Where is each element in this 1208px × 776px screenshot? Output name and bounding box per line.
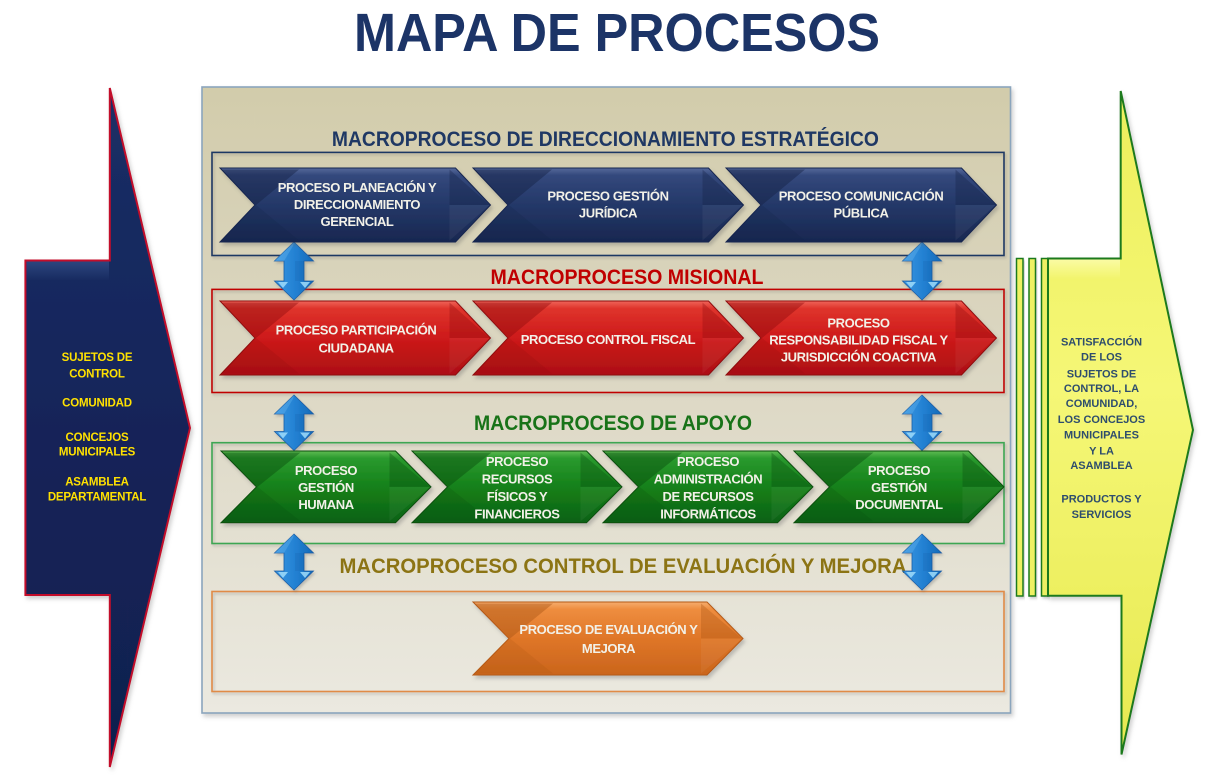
svg-text:DE LOS: DE LOS (1081, 352, 1122, 364)
svg-text:GESTIÓN: GESTIÓN (871, 480, 927, 495)
svg-text:PROCESO: PROCESO (868, 463, 931, 478)
svg-text:Y LA: Y LA (1089, 446, 1114, 458)
svg-text:ASAMBLEA: ASAMBLEA (1070, 460, 1132, 472)
svg-text:PRODUCTOS Y: PRODUCTOS Y (1061, 494, 1142, 506)
svg-text:PÚBLICA: PÚBLICA (834, 206, 890, 221)
svg-text:DIRECCIONAMIENTO: DIRECCIONAMIENTO (294, 197, 421, 212)
svg-text:MUNICIPALES: MUNICIPALES (1064, 430, 1139, 442)
svg-text:GERENCIAL: GERENCIAL (321, 214, 394, 229)
svg-text:ADMINISTRACIÓN: ADMINISTRACIÓN (654, 472, 763, 487)
svg-text:COMUNIDAD: COMUNIDAD (62, 398, 132, 410)
svg-text:PROCESO: PROCESO (677, 454, 740, 469)
svg-text:MAPA DE PROCESOS: MAPA DE PROCESOS (354, 3, 880, 63)
svg-text:SUJETOS DE: SUJETOS DE (62, 352, 133, 364)
svg-text:MUNICIPALES: MUNICIPALES (59, 447, 136, 459)
svg-text:LOS CONCEJOS: LOS CONCEJOS (1058, 414, 1145, 426)
svg-text:CIUDADANA: CIUDADANA (318, 341, 394, 356)
svg-text:FÍSICOS Y: FÍSICOS Y (487, 489, 548, 504)
svg-text:SATISFACCIÓN: SATISFACCIÓN (1061, 336, 1142, 349)
svg-text:PROCESO PLANEACIÓN Y: PROCESO PLANEACIÓN Y (278, 180, 437, 195)
svg-text:PROCESO: PROCESO (827, 316, 890, 331)
svg-text:ASAMBLEA: ASAMBLEA (65, 477, 129, 489)
svg-text:CONTROL, LA: CONTROL, LA (1064, 383, 1139, 395)
svg-text:MACROPROCESO MISIONAL: MACROPROCESO MISIONAL (491, 266, 764, 289)
svg-text:CONTROL: CONTROL (69, 369, 125, 381)
svg-text:PROCESO GESTIÓN: PROCESO GESTIÓN (547, 189, 668, 204)
svg-text:PROCESO CONTROL FISCAL: PROCESO CONTROL FISCAL (521, 332, 696, 347)
svg-text:CONCEJOS: CONCEJOS (66, 432, 129, 444)
svg-text:DOCUMENTAL: DOCUMENTAL (855, 497, 943, 512)
svg-text:DE RECURSOS: DE RECURSOS (663, 489, 755, 504)
svg-text:JURÍDICA: JURÍDICA (579, 206, 638, 221)
svg-text:RECURSOS: RECURSOS (482, 472, 553, 487)
svg-text:FINANCIEROS: FINANCIEROS (474, 507, 560, 522)
svg-text:INFORMÁTICOS: INFORMÁTICOS (660, 507, 756, 522)
svg-text:PROCESO: PROCESO (295, 463, 358, 478)
svg-text:MEJORA: MEJORA (582, 641, 636, 656)
svg-text:SUJETOS DE: SUJETOS DE (1067, 369, 1137, 381)
svg-text:GESTIÓN: GESTIÓN (298, 480, 354, 495)
svg-text:DEPARTAMENTAL: DEPARTAMENTAL (48, 492, 147, 504)
svg-text:HUMANA: HUMANA (298, 497, 354, 512)
svg-text:MACROPROCESO CONTROL DE EVALUA: MACROPROCESO CONTROL DE EVALUACIÓN Y MEJ… (340, 554, 907, 578)
svg-text:PROCESO DE EVALUACIÓN Y: PROCESO DE EVALUACIÓN Y (519, 622, 698, 637)
svg-text:SERVICIOS: SERVICIOS (1072, 509, 1132, 521)
svg-text:PROCESO COMUNICACIÓN: PROCESO COMUNICACIÓN (779, 189, 944, 204)
svg-text:MACROPROCESO DE DIRECCIONAMIEN: MACROPROCESO DE DIRECCIONAMIENTO ESTRATÉ… (332, 128, 879, 151)
svg-text:MACROPROCESO DE APOYO: MACROPROCESO DE APOYO (474, 412, 752, 435)
svg-text:COMUNIDAD,: COMUNIDAD, (1066, 398, 1138, 410)
svg-text:JURISDICCIÓN COACTIVA: JURISDICCIÓN COACTIVA (781, 350, 937, 365)
svg-text:PROCESO PARTICIPACIÓN: PROCESO PARTICIPACIÓN (276, 323, 437, 338)
svg-text:RESPONSABILIDAD FISCAL Y: RESPONSABILIDAD FISCAL Y (769, 333, 948, 348)
svg-text:PROCESO: PROCESO (486, 454, 549, 469)
